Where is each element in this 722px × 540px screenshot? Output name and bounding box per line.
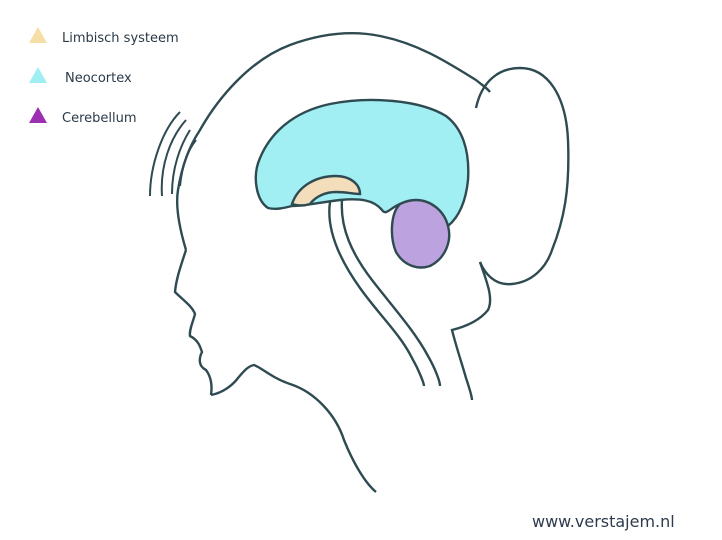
hair-strand bbox=[160, 119, 187, 197]
triangle-icon bbox=[29, 107, 47, 123]
head-outline bbox=[210, 363, 377, 493]
legend-label: Cerebellum bbox=[62, 111, 137, 126]
head-crown bbox=[175, 32, 491, 251]
brain-stem bbox=[328, 201, 426, 387]
triangle-icon bbox=[29, 27, 47, 43]
cerebellum-region bbox=[390, 198, 451, 269]
limbic-system-region bbox=[290, 174, 362, 207]
hair-strand bbox=[171, 129, 191, 195]
hair-strand bbox=[149, 111, 181, 197]
website-credit: www.verstajem.nl bbox=[532, 512, 675, 531]
legend-label: Neocortex bbox=[65, 71, 132, 86]
face-profile bbox=[173, 249, 213, 396]
brain-stem bbox=[340, 199, 442, 387]
legend-label: Limbisch systeem bbox=[62, 31, 179, 46]
triangle-icon bbox=[29, 67, 47, 83]
neck-back bbox=[450, 261, 492, 401]
hair-strand bbox=[179, 139, 197, 187]
bun-outline bbox=[474, 66, 570, 286]
